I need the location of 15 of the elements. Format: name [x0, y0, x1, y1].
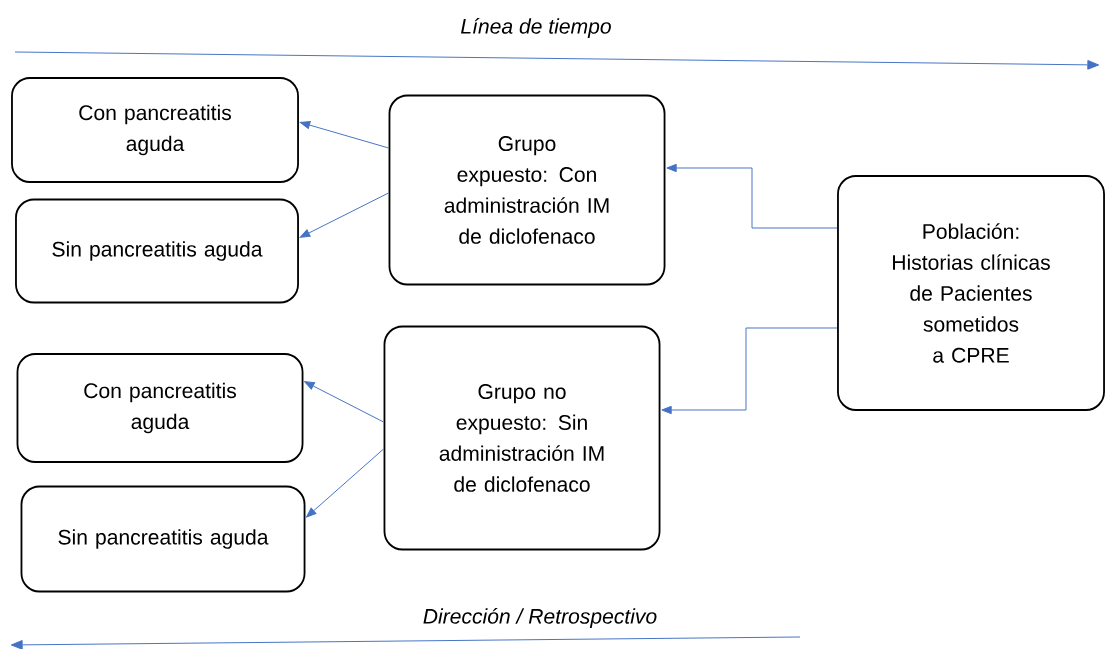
axis-label: Dirección / Retrospectivo — [423, 608, 657, 628]
process-box: Población: Historias clínicas de Pacientes sometidos a CPRE — [837, 175, 1105, 411]
process-box: Con pancreatitis aguda — [11, 77, 299, 183]
arrow — [304, 381, 385, 423]
axis-label: Línea de tiempo — [461, 18, 611, 38]
process-box: Grupo expuesto: Con administración IM de diclofenaco — [388, 94, 666, 286]
arrow — [661, 327, 838, 415]
process-box: Sin pancreatitis aguda — [20, 485, 306, 593]
process-box: Grupo no expuesto: Sin administración IM de diclofenaco — [383, 325, 661, 551]
arrow — [299, 121, 390, 149]
arrow — [299, 192, 390, 238]
arrow — [306, 448, 385, 518]
arrow — [666, 163, 838, 229]
process-box: Sin pancreatitis aguda — [15, 198, 299, 304]
process-box: Con pancreatitis aguda — [16, 353, 304, 463]
